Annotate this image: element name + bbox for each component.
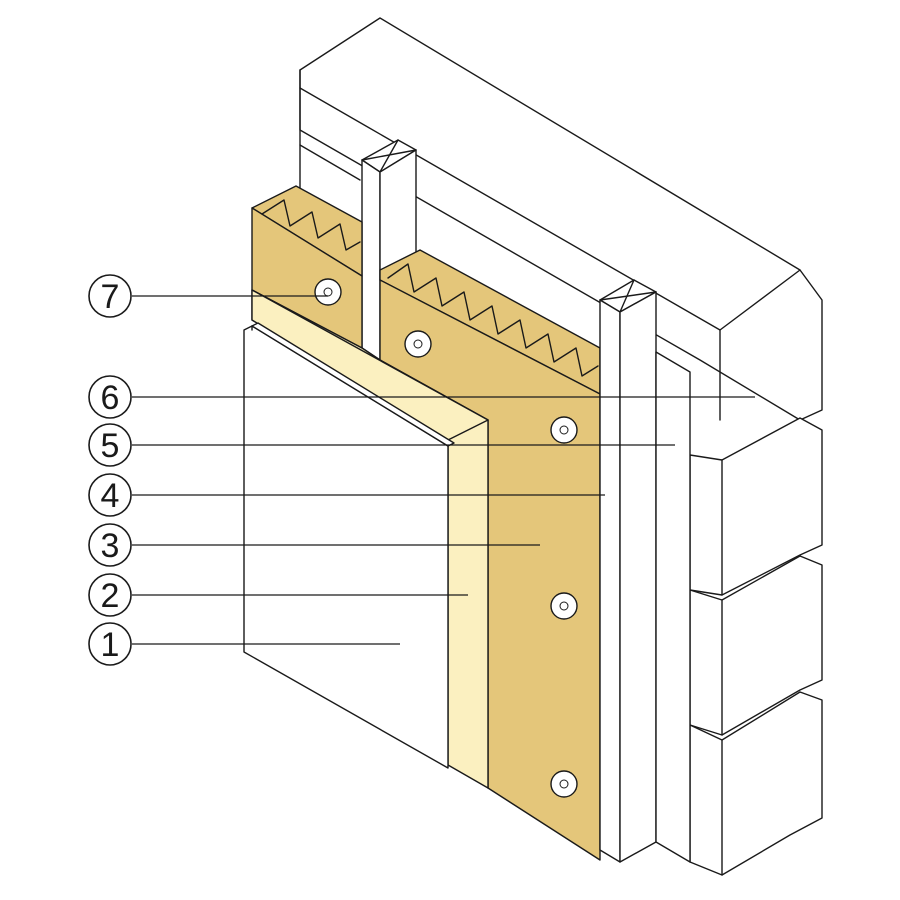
fasteners — [314, 278, 578, 798]
fastener-3 — [550, 416, 578, 444]
callout-6: 6 — [88, 375, 132, 419]
leader-lines — [132, 295, 755, 645]
callout-7-number: 7 — [101, 278, 120, 316]
callout-2: 2 — [88, 573, 132, 617]
masonry-block-row-2 — [689, 417, 823, 596]
callout-4-number: 4 — [101, 477, 120, 515]
callout-4: 4 — [88, 473, 132, 517]
fastener-2 — [404, 330, 432, 358]
masonry-block-row-4 — [689, 691, 823, 876]
callout-3: 3 — [88, 523, 132, 567]
callout-7: 7 — [88, 274, 132, 318]
callout-3-number: 3 — [101, 527, 120, 565]
callouts: 7 6 5 4 3 2 1 — [88, 274, 132, 666]
batten-right — [599, 279, 657, 863]
fastener-4 — [550, 592, 578, 620]
callout-1-number: 1 — [101, 626, 120, 664]
wind-barrier-strip — [655, 351, 691, 863]
fastener-5 — [550, 770, 578, 798]
fastener-1 — [314, 278, 342, 306]
masonry-block-row-3 — [689, 555, 823, 736]
callout-1: 1 — [88, 622, 132, 666]
insulation-left-block — [251, 185, 363, 349]
callout-5: 5 — [88, 423, 132, 467]
callout-2-number: 2 — [101, 577, 120, 615]
front-panel — [243, 322, 455, 769]
masonry-top-block — [299, 17, 823, 421]
callout-6-number: 6 — [101, 379, 120, 417]
callout-5-number: 5 — [101, 427, 120, 465]
masonry-wall — [299, 17, 823, 876]
